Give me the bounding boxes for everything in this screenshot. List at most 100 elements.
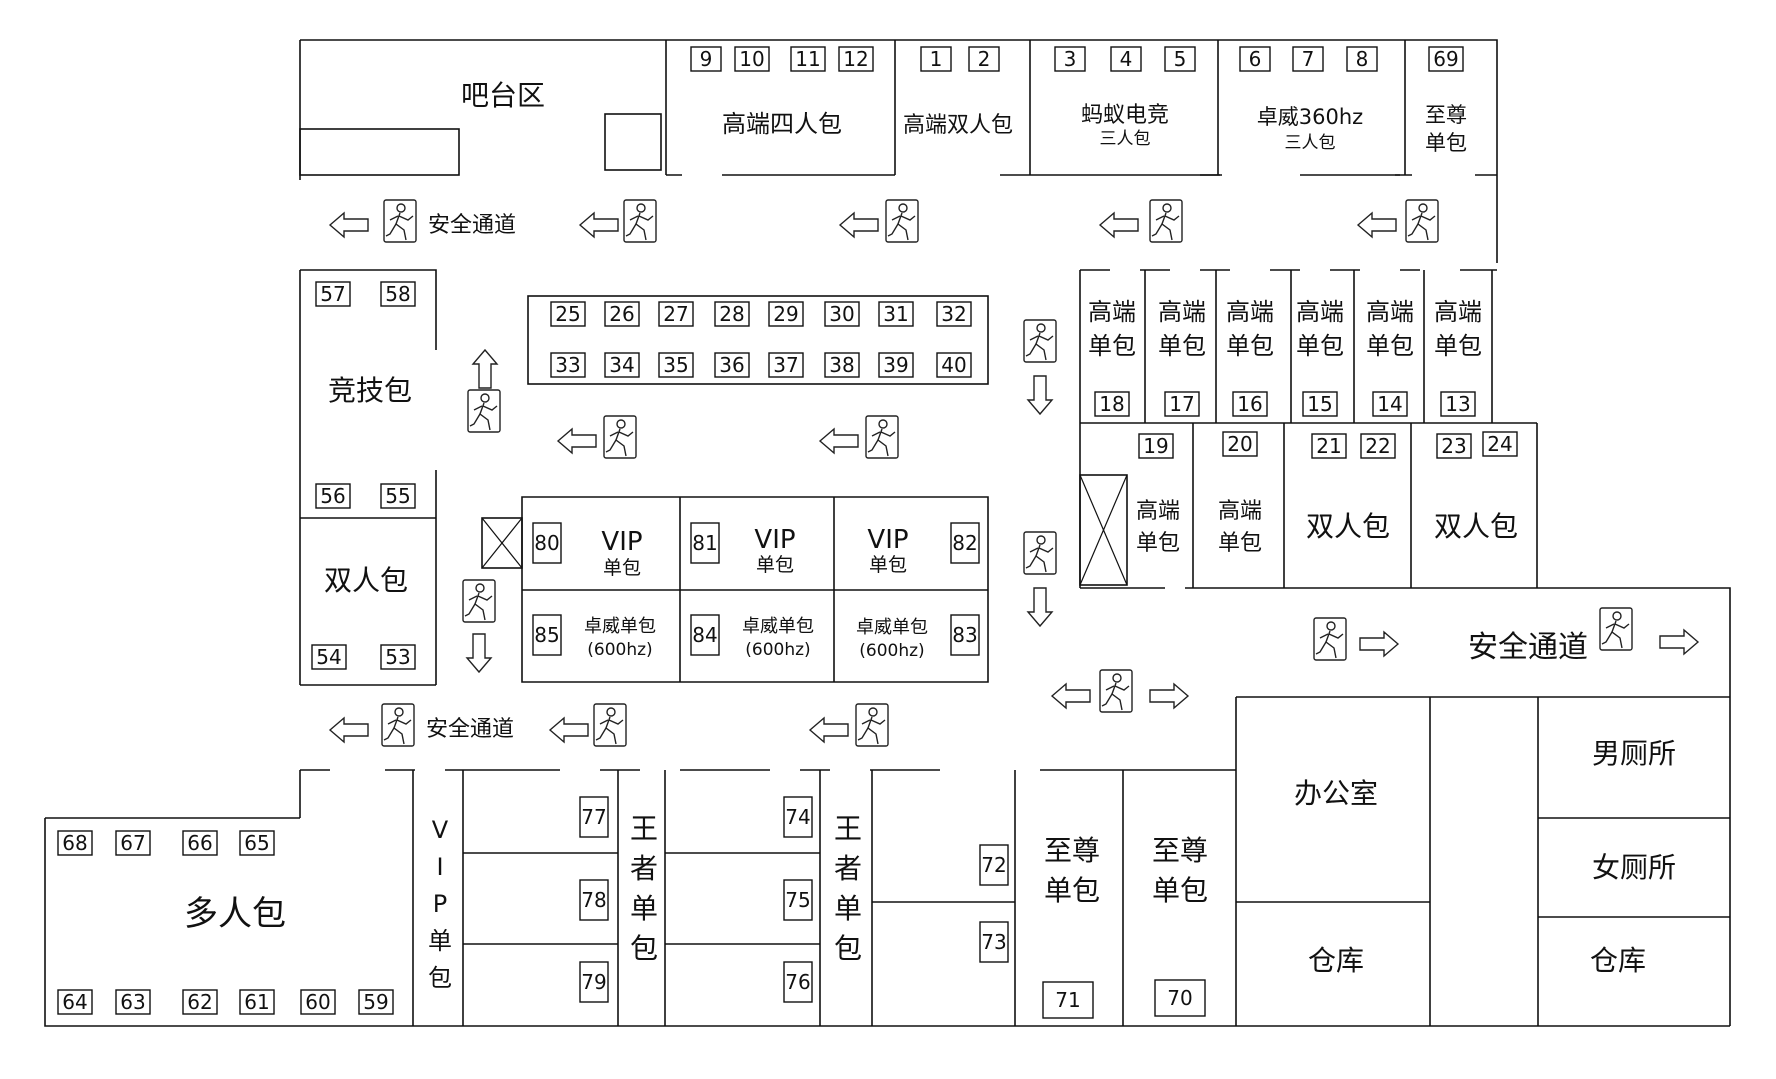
- seat-number-box: 7: [1292, 46, 1324, 72]
- seat-number-box: 35: [658, 352, 694, 378]
- svg-text:70: 70: [1167, 986, 1192, 1010]
- svg-text:22: 22: [1365, 434, 1390, 458]
- arrow-right-icon: [1359, 631, 1399, 657]
- emergency-exit-icon: [462, 579, 496, 623]
- emergency-exit-icon: [467, 389, 501, 433]
- zw-label: 卓威360hz: [1257, 105, 1363, 129]
- seat-number-box: 23: [1436, 433, 1472, 459]
- emergency-exit-icon: [603, 415, 637, 459]
- seat-number-box: 25: [550, 301, 586, 327]
- seat-number-box: 10: [734, 46, 770, 72]
- exit-label-bottom: 安全通道: [426, 717, 514, 742]
- zhizun-label-2b: 单包: [1152, 874, 1208, 907]
- svg-text:53: 53: [385, 645, 410, 669]
- vip-vertical-label: 包: [428, 964, 452, 992]
- emergency-exit-icon: [1099, 669, 1133, 713]
- seat-number-box: 58: [380, 281, 416, 307]
- seat-number-box: 65: [239, 830, 275, 856]
- shuangren-left-label: 双人包: [324, 564, 408, 597]
- seat-number-box: 77: [579, 796, 609, 838]
- seat-number-box: 73: [979, 921, 1009, 963]
- double-room-label: 双人包: [1306, 510, 1390, 543]
- high-single-label: 高端: [1088, 298, 1136, 326]
- high-single-label: 高端: [1158, 298, 1206, 326]
- zhizun-label-1a: 至尊: [1044, 834, 1100, 867]
- seat-number-box: 55: [380, 483, 416, 509]
- seat-number-box: 37: [768, 352, 804, 378]
- svg-text:35: 35: [663, 353, 688, 377]
- zz-top-label-2: 单包: [1425, 131, 1467, 155]
- seat-number-box: 20: [1222, 431, 1258, 457]
- vip-sub-label: 单包: [603, 557, 641, 579]
- arrow-down-icon: [1027, 587, 1053, 627]
- svg-text:23: 23: [1441, 434, 1466, 458]
- zz-top-label-1: 至尊: [1425, 103, 1467, 127]
- zw-hz-label: (600hz): [859, 641, 924, 661]
- high-single-label: 高端: [1366, 298, 1414, 326]
- high-single-label: 单包: [1088, 332, 1136, 360]
- emergency-exit-icon: [623, 199, 657, 243]
- wangzhe-vertical-label: 单: [834, 892, 862, 925]
- svg-text:12: 12: [843, 47, 868, 71]
- emergency-exit-icon: [855, 703, 889, 747]
- svg-text:2: 2: [978, 47, 991, 71]
- svg-text:63: 63: [120, 990, 145, 1014]
- walls: [44, 39, 1731, 1027]
- wangzhe-vertical-label: 王: [834, 812, 862, 845]
- svg-text:32: 32: [941, 302, 966, 326]
- vip-label: VIP: [867, 525, 908, 555]
- svg-text:77: 77: [581, 805, 606, 829]
- zw-sub-label: 三人包: [1285, 133, 1336, 153]
- svg-text:6: 6: [1249, 47, 1262, 71]
- svg-text:62: 62: [187, 990, 212, 1014]
- wangzhe-vertical-label: 者: [834, 852, 862, 885]
- zw-single-label: 卓威单包: [584, 616, 656, 637]
- storage-label-2: 仓库: [1590, 944, 1646, 977]
- svg-text:54: 54: [316, 645, 341, 669]
- svg-text:65: 65: [244, 831, 269, 855]
- seat-number-box: 22: [1360, 433, 1396, 459]
- arrow-left-icon: [839, 212, 879, 238]
- seat-number-box: 30: [824, 301, 860, 327]
- svg-text:34: 34: [609, 353, 634, 377]
- svg-text:38: 38: [829, 353, 854, 377]
- zw-single-label: 卓威单包: [742, 616, 814, 637]
- wangzhe-vertical-label: 者: [630, 852, 658, 885]
- seat-number-box: 71: [1042, 981, 1094, 1019]
- svg-text:59: 59: [363, 990, 388, 1014]
- seat-number-box: 24: [1482, 431, 1518, 457]
- svg-text:21: 21: [1316, 434, 1341, 458]
- seat-number-box: 75: [783, 879, 813, 921]
- emergency-exit-icon: [383, 199, 417, 243]
- high4-label: 高端四人包: [722, 110, 842, 138]
- emergency-exit-icon: [1023, 319, 1057, 363]
- seat-number-box: 18: [1094, 391, 1130, 417]
- seat-number-box: 32: [936, 301, 972, 327]
- storage-label-1: 仓库: [1308, 944, 1364, 977]
- svg-text:57: 57: [320, 282, 345, 306]
- room-labels: 吧台区 高端四人包 高端双人包 蚂蚁电竞 三人包 卓威360hz 三人包 至尊 …: [184, 79, 1676, 977]
- seat-number-box: 17: [1164, 391, 1200, 417]
- seat-number-box: 80: [532, 522, 562, 564]
- office-label: 办公室: [1294, 777, 1378, 810]
- vip-sub-label: 单包: [869, 554, 907, 576]
- seat-number-box: 4: [1110, 46, 1142, 72]
- seat-number-box: 26: [604, 301, 640, 327]
- svg-text:14: 14: [1377, 392, 1402, 416]
- high-single-label: 高端: [1226, 298, 1274, 326]
- emergency-exit-icon: [885, 199, 919, 243]
- svg-text:10: 10: [739, 47, 764, 71]
- arrow-left-icon: [549, 717, 589, 743]
- seat-number-box: 12: [838, 46, 874, 72]
- svg-text:37: 37: [773, 353, 798, 377]
- wangzhe-vertical-label: 单: [630, 892, 658, 925]
- seat-number-box: 15: [1302, 391, 1338, 417]
- jingji-label: 竞技包: [328, 374, 412, 407]
- svg-text:64: 64: [62, 990, 87, 1014]
- seat-number-box: 83: [950, 614, 980, 656]
- arrow-left-icon: [579, 212, 619, 238]
- high-single-label: 单包: [1136, 531, 1180, 556]
- zw-hz-label: (600hz): [745, 640, 810, 660]
- svg-text:11: 11: [795, 47, 820, 71]
- emergency-exit-icon: [1023, 531, 1057, 575]
